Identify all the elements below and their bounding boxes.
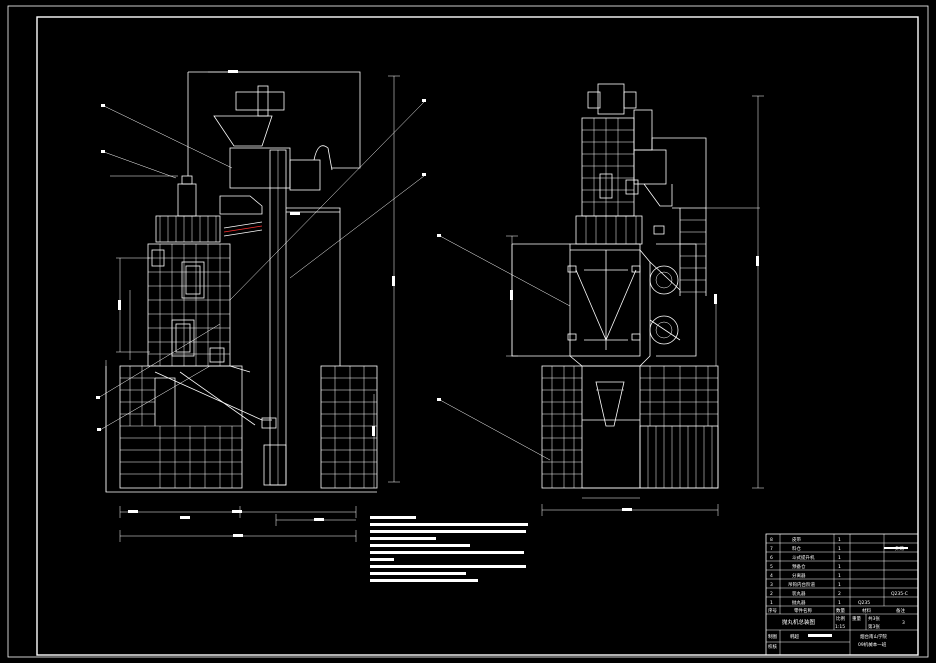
part-qty: 1 <box>838 537 841 543</box>
part-no: 6 <box>770 555 773 561</box>
part-name: 料仓 <box>792 545 801 552</box>
part-qty: 1 <box>838 546 841 552</box>
scale-value: 1:15 <box>835 624 845 630</box>
header-no: 序号 <box>768 607 777 614</box>
part-no: 7 <box>770 546 773 552</box>
part-name: 分离器 <box>792 572 806 579</box>
part-qty: 2 <box>838 591 841 597</box>
part-note: Q235-C <box>891 591 908 597</box>
part-material: Q235 <box>858 600 870 606</box>
front-view <box>96 70 426 542</box>
part-qty: 1 <box>838 564 841 570</box>
parts-list: 8 皮带 1 外购 7 料仓 1 6 斗式提升机 1 5 预备仓 1 4 分离器… <box>765 533 919 656</box>
weight-label: 重量 <box>852 615 861 622</box>
leaders-side <box>437 234 571 461</box>
part-name: 皮带 <box>792 536 801 543</box>
part-no: 1 <box>770 600 773 606</box>
outer-border <box>7 5 929 658</box>
leaders-front <box>96 99 426 431</box>
class-name: 09机械本一班 <box>858 641 887 648</box>
part-no: 8 <box>770 537 773 543</box>
drawing-title: 抛丸机总装图 <box>782 618 816 626</box>
part-note: 外购 <box>895 545 904 552</box>
designer-name: 韩超 <box>790 633 799 640</box>
top-rail <box>155 175 263 243</box>
header-name: 零件名称 <box>794 607 812 614</box>
checked-by-label: 校核 <box>768 643 777 650</box>
header-note: 备注 <box>896 607 905 614</box>
scale-label: 比例 <box>836 615 845 622</box>
dimensions-front <box>105 70 400 542</box>
sheet-count: 3 <box>902 620 905 626</box>
school-name: 烟台南山学院 <box>860 633 887 640</box>
part-qty: 1 <box>838 555 841 561</box>
part-no: 4 <box>770 573 773 579</box>
side-view <box>437 83 764 516</box>
technical-notes <box>370 516 528 582</box>
part-qty: 1 <box>838 573 841 579</box>
part-name: 吊钩内台阶道 <box>788 581 815 588</box>
part-name: 斗式提升机 <box>792 554 815 561</box>
title-block: 抛丸机总装图 比例 1:15 重量 共3张 第3张 3 制图 韩超 校核 烟台南… <box>768 615 905 650</box>
part-name: 抛丸器 <box>792 599 806 606</box>
drawn-by-label: 制图 <box>768 633 777 640</box>
bucket-elevator <box>187 71 361 486</box>
part-name: 预备仓 <box>792 563 806 570</box>
blast-cabinet <box>147 243 251 373</box>
header-material: 材料 <box>862 607 871 614</box>
header-qty: 数量 <box>836 607 845 614</box>
part-name: 装丸器 <box>792 590 806 597</box>
part-qty: 1 <box>838 600 841 606</box>
sheet-label: 共3张 <box>868 615 880 622</box>
side-cabinet <box>511 215 697 367</box>
part-no: 2 <box>770 591 773 597</box>
part-no: 5 <box>770 564 773 570</box>
dimensions-side <box>506 95 764 516</box>
inner-border <box>36 16 919 656</box>
part-qty: 1 <box>838 582 841 588</box>
sheet-no-label: 第3张 <box>868 623 880 630</box>
side-tower <box>581 83 707 296</box>
part-no: 3 <box>770 582 773 588</box>
